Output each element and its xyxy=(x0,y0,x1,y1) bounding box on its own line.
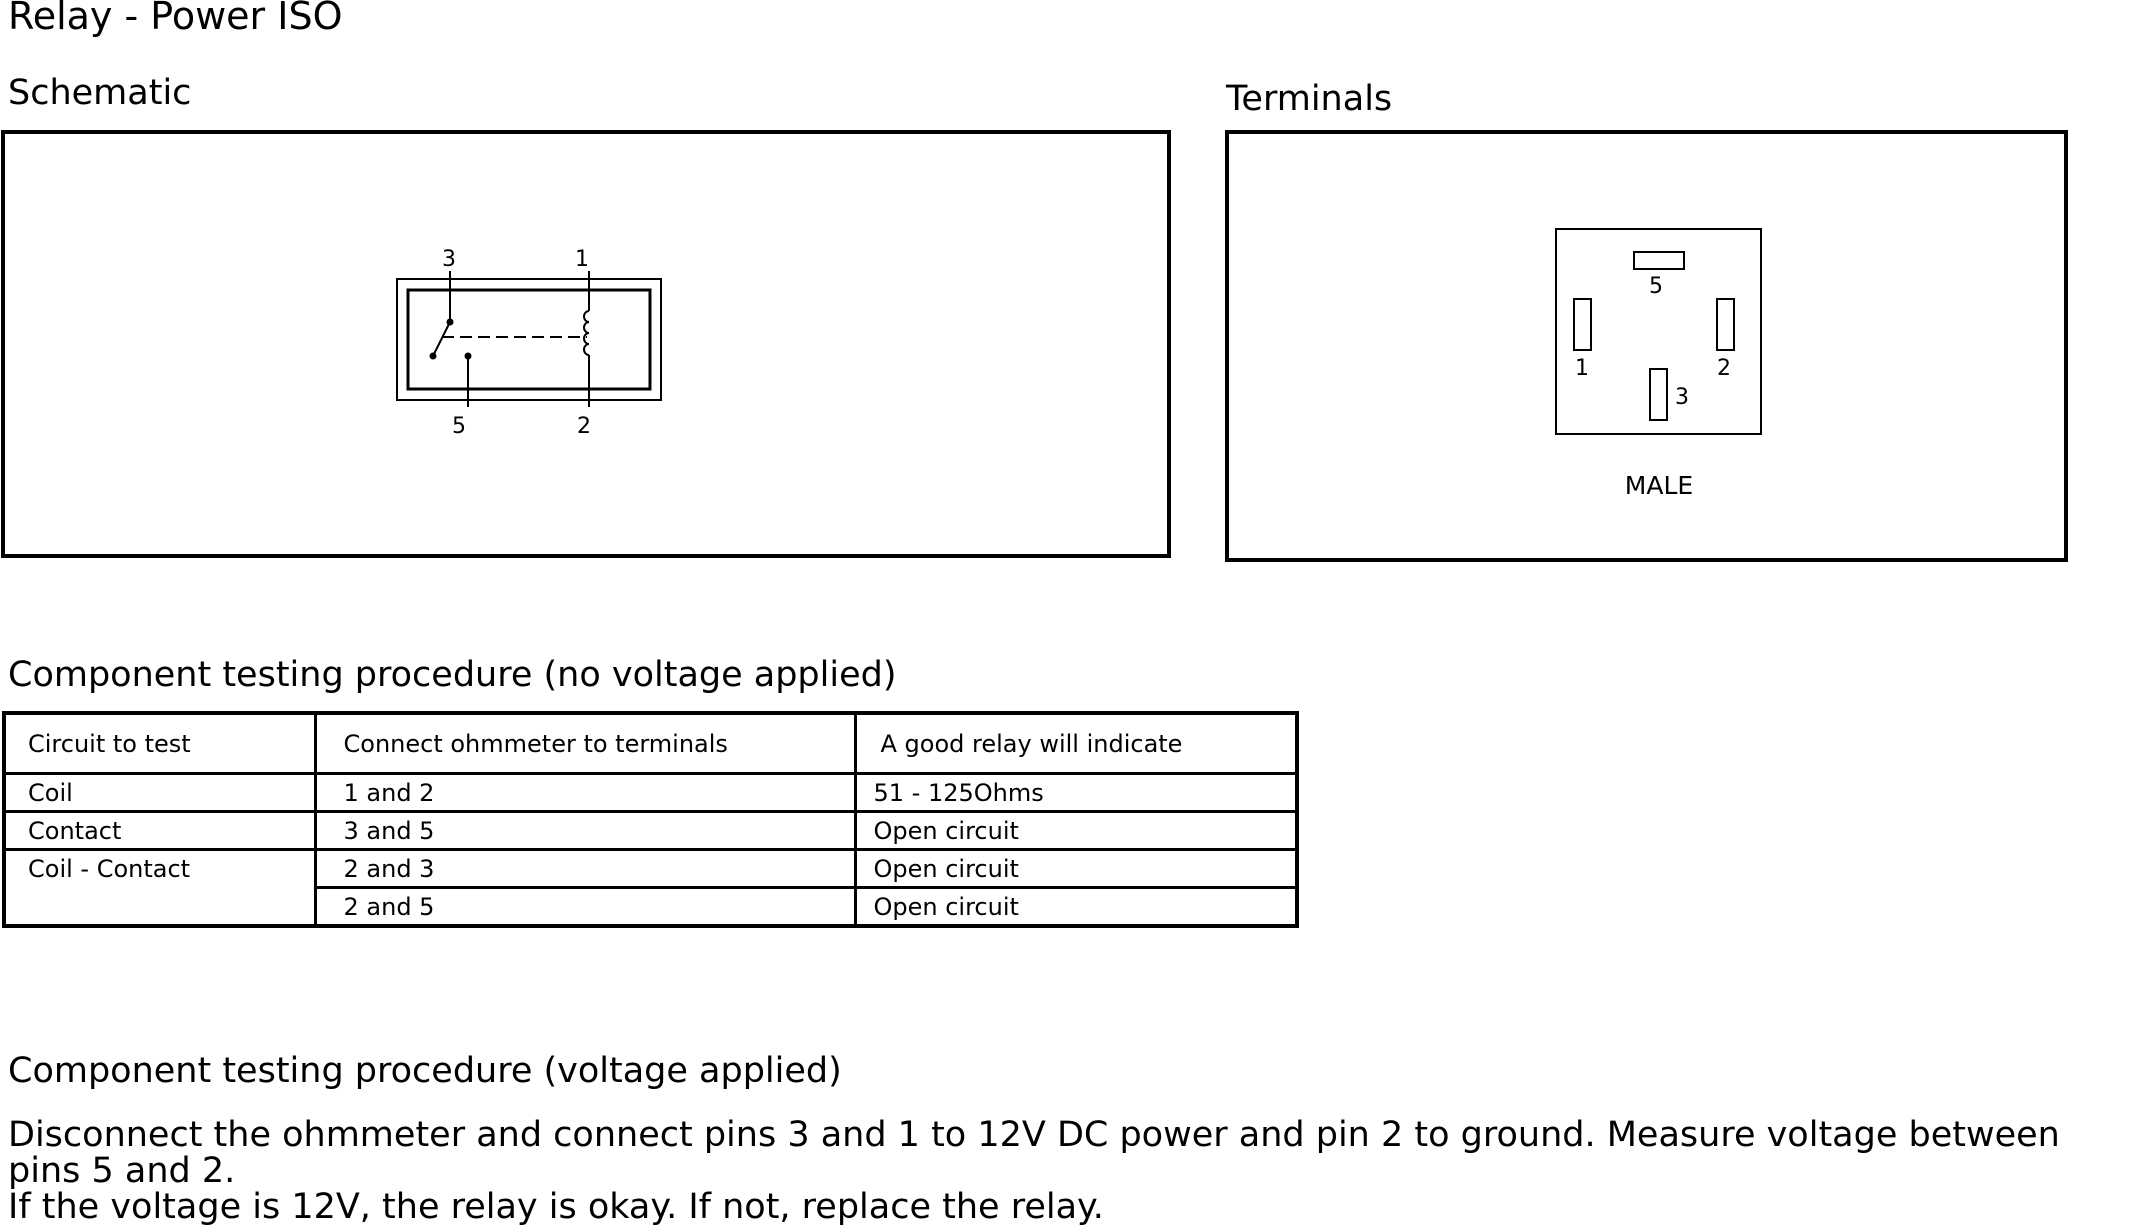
switch-blade xyxy=(432,321,451,357)
row-circuit xyxy=(2,887,317,926)
relay-housing-outer xyxy=(396,278,662,401)
row-circuit: Contact xyxy=(2,811,317,851)
schematic-pin-1-label: 1 xyxy=(575,247,589,272)
header-good-relay-indicates: A good relay will indicate xyxy=(853,713,1299,775)
table-row: 2 and 5 Open circuit xyxy=(2,887,1299,926)
row-result: Open circuit xyxy=(853,811,1299,851)
procedure-line-2: If the voltage is 12V, the relay is okay… xyxy=(8,1187,1104,1227)
table-row: Coil - Contact 2 and 3 Open circuit xyxy=(2,849,1299,889)
voltage-procedure-text: Disconnect the ohmmeter and connect pins… xyxy=(8,1117,2128,1225)
relay-housing-inner xyxy=(406,288,652,391)
schematic-label: Schematic xyxy=(8,73,192,113)
voltage-heading: Component testing procedure (voltage app… xyxy=(8,1051,842,1091)
header-connect-ohmmeter: Connect ohmmeter to terminals xyxy=(313,713,857,775)
terminal-3-slot xyxy=(1649,368,1668,421)
row-terminals: 1 and 2 xyxy=(313,773,857,813)
row-result: Open circuit xyxy=(853,887,1299,926)
procedure-line-1: Disconnect the ohmmeter and connect pins… xyxy=(8,1115,2060,1191)
table-header-row: Circuit to test Connect ohmmeter to term… xyxy=(2,713,1299,775)
terminal-2-slot xyxy=(1716,298,1735,351)
row-terminals: 2 and 3 xyxy=(313,849,857,889)
terminal-2-label: 2 xyxy=(1717,356,1731,381)
row-terminals: 3 and 5 xyxy=(313,811,857,851)
page-title: Relay - Power ISO xyxy=(8,0,343,38)
schematic-pin-3-label: 3 xyxy=(442,247,456,272)
schematic-panel: 3 1 5 2 xyxy=(1,130,1171,558)
terminal-5-label: 5 xyxy=(1649,274,1663,299)
terminals-panel: 5 1 2 3 MALE xyxy=(1225,130,2068,562)
row-result: Open circuit xyxy=(853,849,1299,889)
row-circuit: Coil xyxy=(2,773,317,813)
connector-terminals-diagram: 5 1 2 3 MALE xyxy=(1555,228,1762,500)
terminal-1-slot xyxy=(1573,298,1592,351)
table-row: Contact 3 and 5 Open circuit xyxy=(2,811,1299,851)
row-terminals: 2 and 5 xyxy=(313,887,857,926)
ohmmeter-test-table: Circuit to test Connect ohmmeter to term… xyxy=(2,711,1299,928)
row-circuit: Coil - Contact xyxy=(2,849,317,888)
connector-body xyxy=(1555,228,1762,435)
schematic-pin-2-label: 2 xyxy=(577,414,591,439)
terminal-5-slot xyxy=(1633,251,1685,270)
table-row: Coil 1 and 2 51 - 125Ohms xyxy=(2,773,1299,813)
terminals-label: Terminals xyxy=(1226,79,1393,119)
switch-pivot-dot xyxy=(429,352,437,360)
connector-type-label: MALE xyxy=(1625,471,1693,500)
terminal-1-label: 1 xyxy=(1575,356,1589,381)
terminal-3-label: 3 xyxy=(1675,385,1689,410)
relay-coil xyxy=(583,310,590,356)
row-result: 51 - 125Ohms xyxy=(853,773,1299,813)
schematic-pin-5-label: 5 xyxy=(452,414,466,439)
relay-schematic-diagram: 3 1 5 2 xyxy=(396,247,662,439)
no-voltage-heading: Component testing procedure (no voltage … xyxy=(8,655,897,695)
header-circuit-to-test: Circuit to test xyxy=(2,713,317,775)
